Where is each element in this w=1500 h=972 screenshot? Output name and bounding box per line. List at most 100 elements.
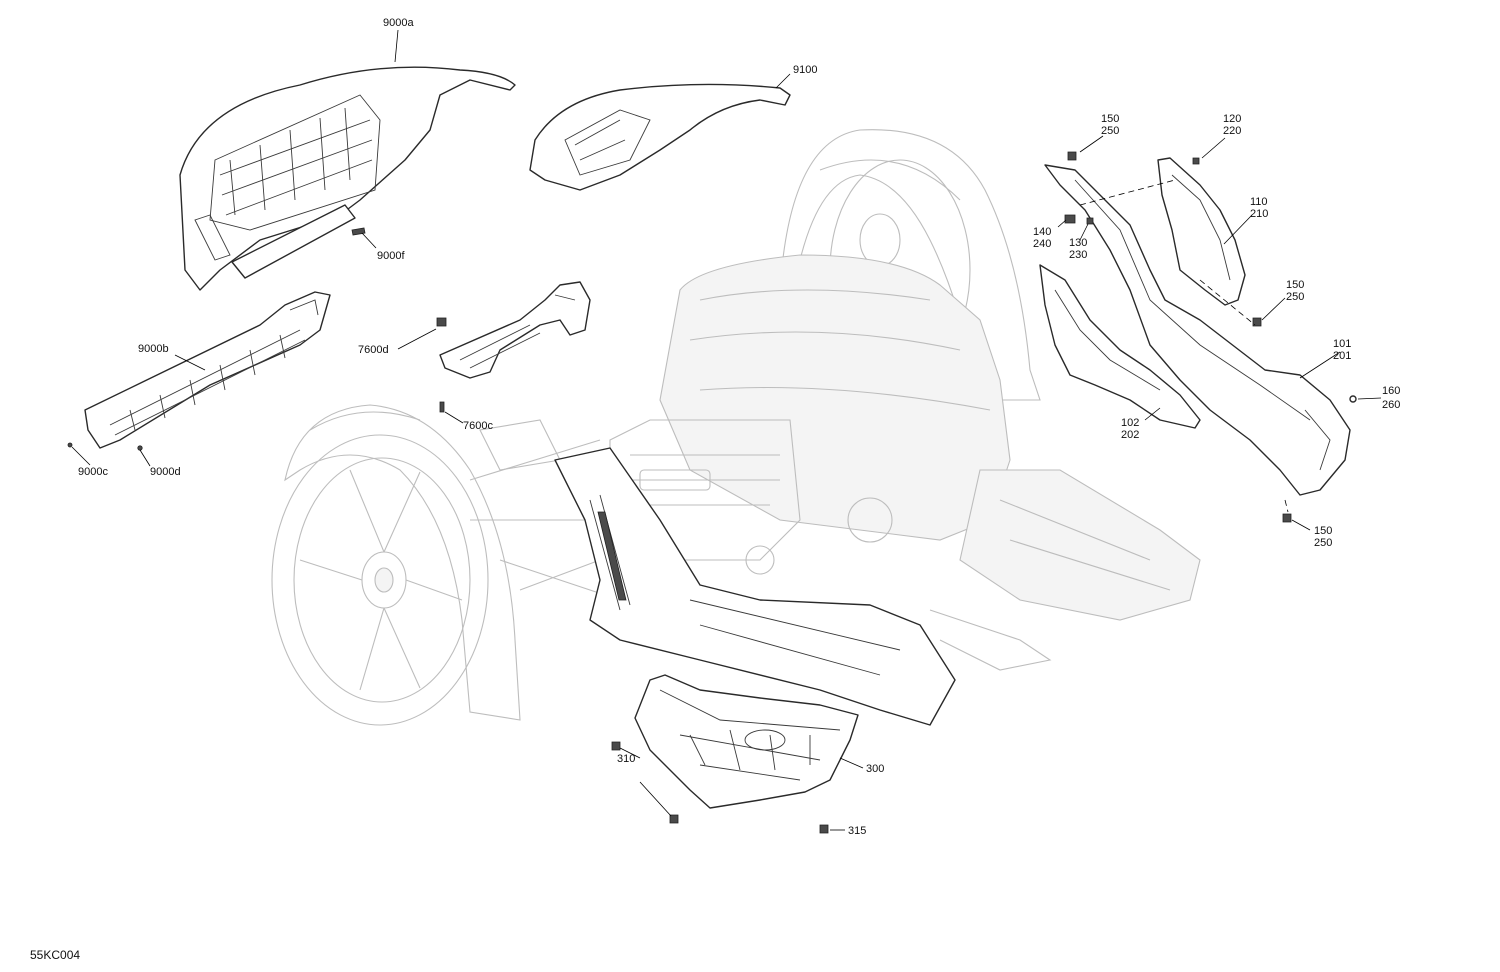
callout-text: 101 xyxy=(1333,338,1351,350)
callout-text: 7600d xyxy=(358,344,389,356)
callout-text: 102 xyxy=(1121,417,1139,429)
callout-102-202: 102 202 xyxy=(1121,417,1139,441)
svg-text:101: 101 xyxy=(1333,338,1351,350)
callout-130-230: 130 230 xyxy=(1069,237,1087,261)
fastener-310-upper xyxy=(611,741,621,751)
callout-150-250-top: 150 250 xyxy=(1101,113,1119,137)
callout-310: 310 xyxy=(617,753,635,765)
svg-text:250: 250 xyxy=(1101,125,1119,137)
svg-text:130: 130 xyxy=(1069,237,1087,249)
callout-text: 310 xyxy=(617,753,635,765)
callout-text: 150 xyxy=(1314,525,1332,537)
callout-text: 7600c xyxy=(463,420,493,432)
fastener-150-mid xyxy=(1252,317,1262,327)
svg-text:9100: 9100 xyxy=(793,64,817,76)
part-300-lower-tray xyxy=(634,674,859,809)
svg-text:7600d: 7600d xyxy=(358,344,389,356)
svg-text:160: 160 xyxy=(1382,385,1400,397)
svg-text:9000b: 9000b xyxy=(138,343,169,355)
part-101-long-panel xyxy=(1044,164,1351,496)
callout-150-250-mid: 150 250 xyxy=(1286,279,1304,303)
svg-text:300: 300 xyxy=(866,763,884,775)
callout-text: 9000f xyxy=(377,250,405,262)
svg-text:120: 120 xyxy=(1223,113,1241,125)
callout-text: 120 xyxy=(1223,113,1241,125)
drawing-code: 55KC004 xyxy=(30,948,80,962)
callout-120-220: 120 220 xyxy=(1223,113,1241,137)
callout-text: 9000b xyxy=(138,343,169,355)
fastener-310-lower xyxy=(669,814,679,824)
svg-text:250: 250 xyxy=(1314,537,1332,549)
callout-text: 160 xyxy=(1382,385,1400,397)
callout-text: 110 xyxy=(1250,196,1268,208)
callout-text: 250 xyxy=(1101,125,1119,137)
svg-text:150: 150 xyxy=(1101,113,1119,125)
callout-text: 9000d xyxy=(150,466,181,478)
svg-text:110: 110 xyxy=(1250,196,1268,208)
fastener-315 xyxy=(819,824,829,834)
part-7600d-bracket xyxy=(436,281,591,413)
svg-text:210: 210 xyxy=(1250,208,1268,220)
svg-text:9000f: 9000f xyxy=(377,250,405,262)
callout-140-240: 140 240 xyxy=(1033,226,1051,250)
svg-text:150: 150 xyxy=(1314,525,1332,537)
svg-text:7600c: 7600c xyxy=(463,420,493,432)
callout-text: 240 xyxy=(1033,238,1051,250)
callout-7600c: 7600c xyxy=(463,420,493,432)
svg-text:250: 250 xyxy=(1286,291,1304,303)
svg-text:140: 140 xyxy=(1033,226,1051,238)
callout-9000d: 9000d xyxy=(150,466,181,478)
callout-text: 210 xyxy=(1250,208,1268,220)
fastener-140 xyxy=(1064,214,1076,224)
svg-text:201: 201 xyxy=(1333,350,1351,362)
fastener-150-top xyxy=(1067,151,1077,161)
part-102-lower-panel xyxy=(1039,264,1201,429)
fastener-150-bottom xyxy=(1282,513,1292,523)
svg-text:315: 315 xyxy=(848,825,866,837)
callout-9100: 9100 xyxy=(793,64,817,76)
part-9000a-front-cover xyxy=(179,66,516,291)
callout-text: 9000a xyxy=(383,17,414,29)
svg-text:230: 230 xyxy=(1069,249,1087,261)
callout-9000f: 9000f xyxy=(377,250,405,262)
fastener-160 xyxy=(1349,395,1357,403)
callout-150-250-bottom: 150 250 xyxy=(1314,525,1332,549)
svg-text:9000c: 9000c xyxy=(78,466,108,478)
callout-text: 140 xyxy=(1033,226,1051,238)
part-9100-upper-cover xyxy=(529,83,791,191)
callout-text: 9100 xyxy=(793,64,817,76)
fastener-130 xyxy=(1086,217,1094,225)
callout-text: 250 xyxy=(1314,537,1332,549)
callout-110-210: 110 210 xyxy=(1250,196,1268,220)
callout-7600d: 7600d xyxy=(358,344,389,356)
callout-text: 150 xyxy=(1101,113,1119,125)
callout-text: 315 xyxy=(848,825,866,837)
svg-text:310: 310 xyxy=(617,753,635,765)
svg-text:202: 202 xyxy=(1121,429,1139,441)
callout-9000b: 9000b xyxy=(138,343,169,355)
callout-text: 9000c xyxy=(78,466,108,478)
callout-9000c: 9000c xyxy=(78,466,108,478)
callout-101-201: 101 201 xyxy=(1333,338,1351,362)
callout-text: 201 xyxy=(1333,350,1351,362)
part-9000b-lower-spoiler xyxy=(67,291,331,451)
svg-text:260: 260 xyxy=(1382,399,1400,411)
svg-text:150: 150 xyxy=(1286,279,1304,291)
part-110-side-panel xyxy=(1157,157,1246,306)
svg-text:102: 102 xyxy=(1121,417,1139,429)
svg-text:9000a: 9000a xyxy=(383,17,414,29)
svg-text:220: 220 xyxy=(1223,125,1241,137)
leader-lines xyxy=(71,29,1382,831)
callout-300: 300 xyxy=(866,763,884,775)
callout-text: 230 xyxy=(1069,249,1087,261)
callout-text: 130 xyxy=(1069,237,1087,249)
callout-text: 260 xyxy=(1382,399,1400,411)
callout-text: 220 xyxy=(1223,125,1241,137)
callout-160-260: 160 260 xyxy=(1382,385,1400,411)
fastener-120 xyxy=(1192,157,1200,165)
callout-text: 250 xyxy=(1286,291,1304,303)
callout-text: 202 xyxy=(1121,429,1139,441)
vehicle-outline xyxy=(271,129,1201,726)
svg-text:9000d: 9000d xyxy=(150,466,181,478)
